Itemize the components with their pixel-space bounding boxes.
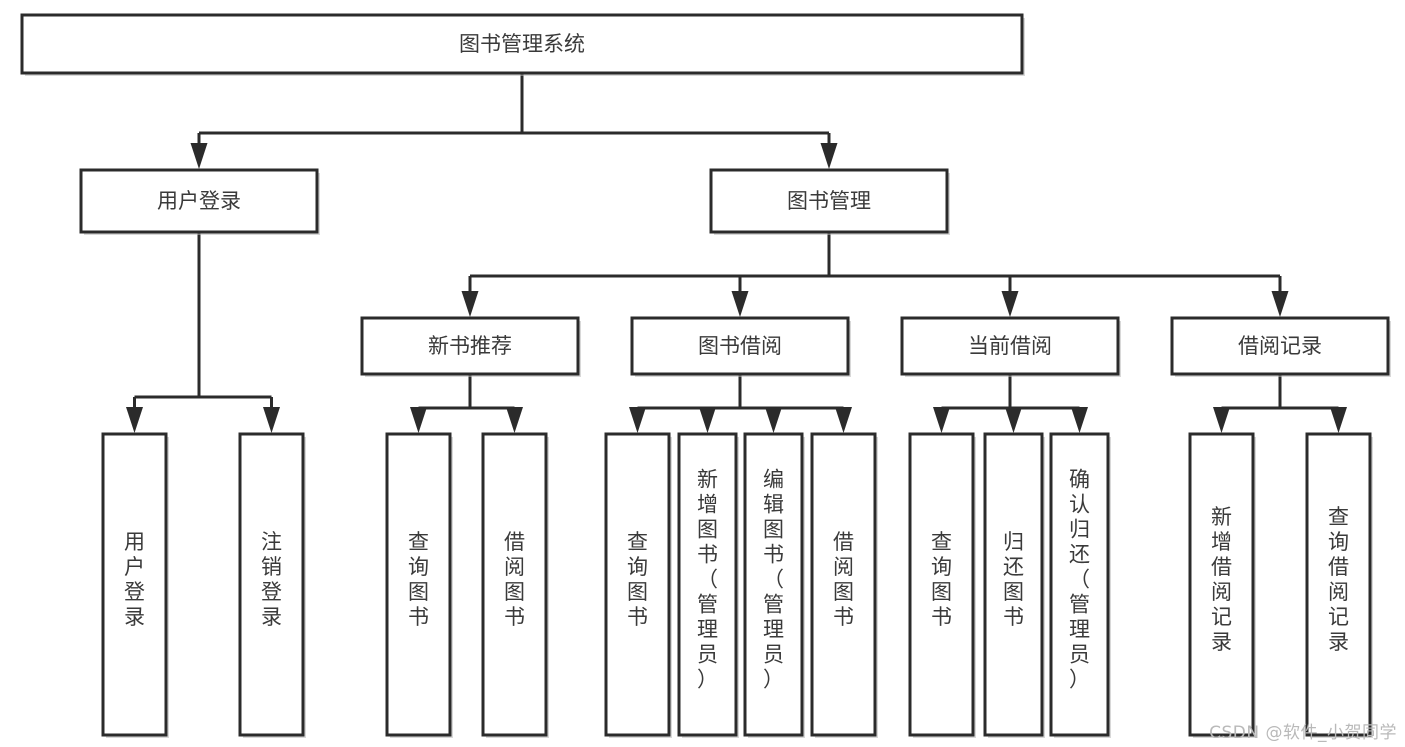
node-borrow-record[interactable]: 借阅记录	[1170, 316, 1391, 377]
node-label-current-borrow: 当前借阅	[968, 334, 1052, 358]
node-box-leaf-query-record[interactable]	[1305, 432, 1372, 737]
node-leaf-confirm-return[interactable]: 确认归还（管理员）	[1049, 432, 1111, 738]
node-box-leaf-query-book[interactable]	[604, 432, 671, 737]
node-label-leaf-query-book: 查询图书	[627, 530, 648, 629]
arrowhead-leaf-user-login	[126, 407, 143, 433]
node-book-borrow[interactable]: 图书借阅	[630, 316, 851, 377]
node-box-leaf-return-book[interactable]	[983, 432, 1044, 737]
node-label-leaf-borrow-book: 借阅图书	[833, 530, 854, 629]
arrowhead-book-manage	[820, 143, 838, 169]
node-user-login[interactable]: 用户登录	[79, 168, 320, 235]
node-leaf-edit-book[interactable]: 编辑图书（管理员）	[743, 432, 805, 738]
csdn-watermark: CSDN @软件_小贺同学	[1209, 723, 1397, 743]
node-current-borrow[interactable]: 当前借阅	[900, 316, 1121, 377]
edge-group-book-manage	[461, 232, 1289, 317]
edge-group-current-borrow	[933, 374, 1088, 433]
node-label-borrow-record: 借阅记录	[1238, 334, 1322, 358]
arrowhead-user-login	[190, 143, 208, 169]
node-box-leaf-add-book[interactable]	[677, 432, 738, 737]
node-label-book-manage: 图书管理	[787, 189, 871, 213]
arrowhead-leaf-add-book	[699, 407, 716, 433]
node-new-book-rec[interactable]: 新书推荐	[360, 316, 581, 377]
node-box-leaf-confirm-return[interactable]	[1049, 432, 1110, 737]
node-label-leaf-add-record: 新增借阅记录	[1211, 505, 1232, 654]
node-box-book-borrow[interactable]	[630, 316, 850, 376]
node-box-leaf-edit-book[interactable]	[743, 432, 804, 737]
node-box-leaf-borrow-book[interactable]	[810, 432, 877, 737]
edge-group-borrow-record	[1213, 374, 1347, 433]
node-label-leaf-edit-book: 编辑图书（管理员）	[763, 468, 784, 692]
arrowhead-book-borrow	[731, 291, 749, 317]
arrowhead-leaf-borrow-book	[835, 407, 852, 433]
node-box-leaf-borrow-book-rec[interactable]	[481, 432, 548, 737]
node-box-leaf-query-current[interactable]	[908, 432, 975, 737]
node-box-leaf-add-record[interactable]	[1188, 432, 1255, 737]
node-label-leaf-add-book: 新增图书（管理员）	[697, 468, 718, 692]
node-leaf-query-record[interactable]: 查询借阅记录	[1305, 432, 1373, 738]
node-leaf-logout[interactable]: 注销登录	[238, 432, 306, 738]
arrowhead-leaf-query-record	[1330, 407, 1347, 433]
node-label-leaf-return-book: 归还图书	[1003, 530, 1024, 629]
node-leaf-query-book[interactable]: 查询图书	[604, 432, 672, 738]
node-label-leaf-query-current: 查询图书	[931, 530, 952, 629]
node-box-leaf-user-login[interactable]	[101, 432, 168, 737]
node-leaf-borrow-book[interactable]: 借阅图书	[810, 432, 878, 738]
arrowhead-leaf-add-record	[1213, 407, 1230, 433]
node-leaf-add-book[interactable]: 新增图书（管理员）	[677, 432, 739, 738]
node-box-user-login[interactable]	[79, 168, 319, 234]
arrowhead-leaf-confirm-return	[1071, 407, 1088, 433]
node-label-user-login: 用户登录	[157, 189, 241, 213]
edge-group-new-book-rec	[410, 374, 523, 433]
node-label-leaf-query-record: 查询借阅记录	[1328, 505, 1349, 654]
arrowhead-leaf-query-current	[933, 407, 950, 433]
arrowhead-current-borrow	[1001, 291, 1019, 317]
arrowhead-leaf-logout	[263, 407, 280, 433]
node-leaf-query-current[interactable]: 查询图书	[908, 432, 976, 738]
node-box-leaf-logout[interactable]	[238, 432, 305, 737]
arrowhead-leaf-query-book	[629, 407, 646, 433]
node-box-leaf-query-book-rec[interactable]	[385, 432, 452, 737]
node-label-book-borrow: 图书借阅	[698, 334, 782, 358]
edge-group-root	[190, 73, 838, 169]
arrowhead-leaf-borrow-book-rec	[506, 407, 523, 433]
node-box-current-borrow[interactable]	[900, 316, 1120, 376]
node-label-root: 图书管理系统	[459, 32, 585, 56]
node-root[interactable]: 图书管理系统	[20, 13, 1025, 76]
node-leaf-add-record[interactable]: 新增借阅记录	[1188, 432, 1256, 738]
arrowhead-borrow-record	[1271, 291, 1289, 317]
node-leaf-query-book-rec[interactable]: 查询图书	[385, 432, 453, 738]
edge-group-book-borrow	[629, 374, 852, 433]
node-box-borrow-record[interactable]	[1170, 316, 1390, 376]
node-label-new-book-rec: 新书推荐	[428, 334, 512, 358]
node-label-leaf-confirm-return: 确认归还（管理员）	[1069, 468, 1090, 692]
node-leaf-user-login[interactable]: 用户登录	[101, 432, 169, 738]
arrowhead-leaf-edit-book	[765, 407, 782, 433]
node-label-leaf-query-book-rec: 查询图书	[408, 530, 429, 629]
node-box-book-manage[interactable]	[709, 168, 949, 234]
node-label-leaf-borrow-book-rec: 借阅图书	[504, 530, 525, 629]
node-box-root[interactable]	[20, 13, 1024, 75]
edge-group-user-login	[126, 232, 280, 433]
node-book-manage[interactable]: 图书管理	[709, 168, 950, 235]
nodes-layer: 图书管理系统用户登录图书管理新书推荐图书借阅当前借阅借阅记录用户登录注销登录查询…	[20, 13, 1391, 738]
node-label-leaf-logout: 注销登录	[261, 530, 282, 629]
node-box-new-book-rec[interactable]	[360, 316, 580, 376]
node-leaf-return-book[interactable]: 归还图书	[983, 432, 1045, 738]
node-label-leaf-user-login: 用户登录	[124, 530, 145, 629]
node-leaf-borrow-book-rec[interactable]: 借阅图书	[481, 432, 549, 738]
arrowhead-new-book-rec	[461, 291, 479, 317]
edges-layer	[126, 73, 1347, 433]
arrowhead-leaf-return-book	[1005, 407, 1022, 433]
arrowhead-leaf-query-book-rec	[410, 407, 427, 433]
